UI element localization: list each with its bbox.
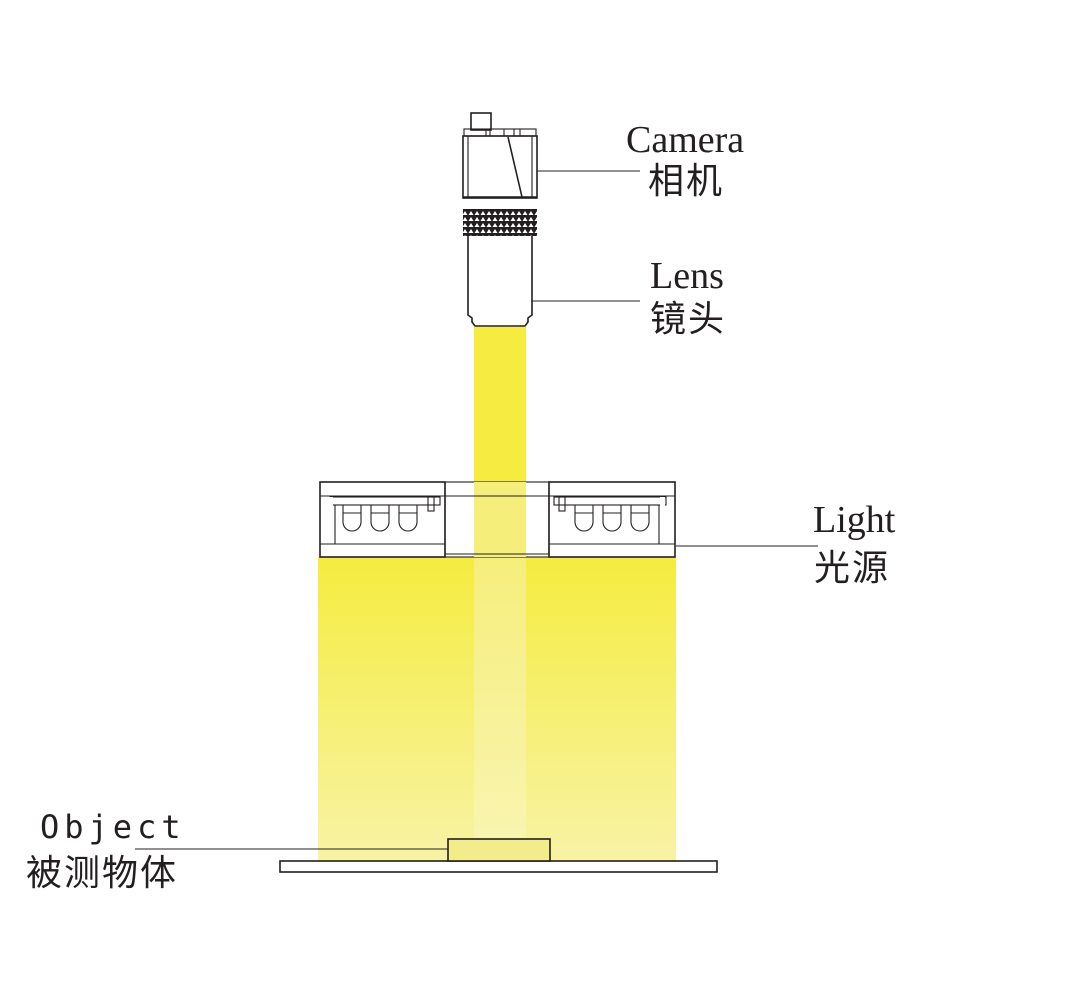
stage-platform <box>279 860 718 873</box>
light-label-zh: 光源 <box>814 548 890 589</box>
ring-light <box>319 481 676 558</box>
object-label-en: Object <box>40 808 186 846</box>
inspected-object <box>447 838 551 862</box>
object-label-zh: 被测物体 <box>26 853 178 894</box>
camera-label-zh: 相机 <box>648 161 724 202</box>
lens-label-en: Lens <box>650 255 724 297</box>
camera-label-en: Camera <box>626 119 744 161</box>
upper-light-beam <box>474 327 526 482</box>
lens-label-zh: 镜头 <box>650 299 726 340</box>
led-left <box>342 505 418 532</box>
light-label-en: Light <box>813 499 896 541</box>
camera-connector <box>470 112 492 131</box>
focus-ring-knurl <box>463 209 537 236</box>
lens <box>467 236 533 327</box>
reflected-beam <box>474 557 526 862</box>
led-right <box>574 505 650 532</box>
camera <box>462 112 538 236</box>
